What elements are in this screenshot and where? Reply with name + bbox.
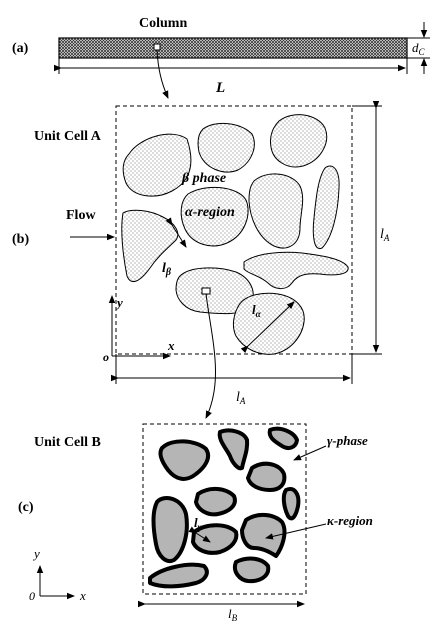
axis-x-c-label: x	[79, 588, 86, 603]
alpha-grain	[122, 133, 192, 197]
length-label: L	[215, 80, 225, 96]
kappa-grain	[158, 439, 211, 481]
column-title: Column	[139, 16, 187, 31]
alpha-grain	[243, 251, 349, 290]
axis-x-b-label: x	[167, 338, 175, 353]
column-sample-square	[153, 43, 161, 51]
alpha-grain	[175, 267, 254, 315]
kappa-grain	[194, 487, 237, 517]
diameter-label: dC	[412, 40, 426, 57]
panel-b: Unit Cell A (b) Flow β phase α-region lβ…	[12, 101, 390, 419]
cell-b-width-label: lB	[228, 606, 238, 623]
unit-cell-a-title: Unit Cell A	[34, 129, 102, 144]
origin-b-label: o	[103, 350, 109, 364]
alpha-grain	[121, 209, 179, 283]
panel-c-tag: (c)	[18, 500, 34, 515]
cell-a-width-label: lA	[236, 390, 246, 406]
zoom-arrow-b	[205, 293, 216, 419]
axis-y-b-label: y	[115, 295, 123, 310]
l-gamma-label: lγ	[194, 515, 202, 532]
panel-c: Unit Cell B (c) γ-phase κ-region lγ lB	[18, 423, 373, 623]
kappa-grain	[217, 428, 250, 471]
alpha-region-label: α-region	[185, 205, 235, 220]
kappa-grain	[151, 496, 189, 563]
kappa-grain	[240, 513, 287, 558]
kappa-regions	[148, 426, 301, 589]
unit-cell-a-boundary	[115, 105, 353, 355]
panel-a: (a) Column dC L	[12, 16, 430, 99]
kappa-grain	[233, 556, 271, 584]
kappa-grain	[148, 562, 209, 589]
alpha-regions	[121, 114, 349, 355]
alpha-grain	[312, 165, 340, 250]
l-alpha-label: lα	[252, 302, 262, 319]
zoom-arrow-a	[156, 49, 169, 99]
cell-b-sample-square	[201, 287, 211, 295]
origin-c-label: 0	[29, 589, 35, 603]
alpha-grain	[270, 114, 327, 168]
alpha-grain	[248, 173, 304, 249]
alpha-grain	[197, 122, 255, 173]
gamma-pointer	[293, 445, 327, 461]
kappa-grain	[267, 426, 299, 450]
l-alpha-arrow	[240, 301, 295, 354]
l-gamma-arrow	[188, 526, 211, 543]
cell-a-height-label: lA	[380, 227, 390, 243]
kappa-grain	[281, 487, 301, 521]
column-bar	[58, 37, 408, 59]
unit-cell-b-title: Unit Cell B	[34, 435, 101, 450]
unit-cell-b-boundary	[142, 423, 307, 595]
panel-b-tag: (b)	[12, 232, 29, 247]
gamma-phase-label: γ-phase	[327, 433, 368, 448]
kappa-grain	[246, 461, 287, 492]
beta-phase-label: β phase	[181, 171, 226, 186]
flow-label: Flow	[66, 208, 96, 223]
kappa-region-label: κ-region	[327, 513, 373, 528]
l-beta-arrow	[165, 217, 187, 248]
l-beta-label: lβ	[162, 261, 172, 278]
kappa-pointer	[265, 523, 327, 540]
axis-y-c-label: y	[32, 546, 40, 561]
panel-a-tag: (a)	[12, 41, 29, 56]
